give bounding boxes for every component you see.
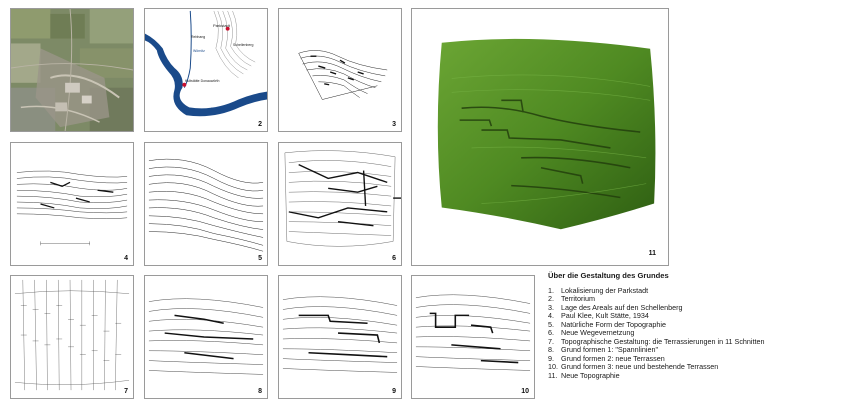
figure-number: 9 (392, 388, 396, 395)
figure-number: 3 (392, 121, 396, 128)
caption-item: 8.Grund formen 1: "Spannlinien" (548, 345, 658, 354)
kultstaette-marker (182, 82, 187, 87)
figure-1-aerial-photo (10, 8, 134, 132)
figure-3-klee-sketch: 3 (278, 8, 402, 132)
caption-item: 3.Lage des Areals auf den Schellenberg (548, 302, 683, 312)
figure-10-base-form-3: 10 (411, 275, 535, 399)
figure-number: 4 (124, 255, 128, 262)
figure-4-natural-topography: 4 (10, 142, 134, 266)
figure-number: 7 (124, 388, 128, 395)
figure-6-terracing: 6 (278, 142, 402, 266)
caption-title: Über die Gestaltung des Grundes (548, 271, 669, 280)
territory-map-drawing (145, 10, 267, 117)
map-label-rebhang: Rebhang (191, 35, 206, 39)
figure-8-base-form-1: 8 (144, 275, 268, 399)
caption-list: 1.Lokalisierung der Parkstadt 2.Territor… (548, 285, 848, 381)
figure-number: 6 (392, 255, 396, 262)
caption-item: 4.Paul Klee, Kult Stätte, 1934 (548, 311, 649, 320)
base-form-1-drawing (148, 298, 264, 375)
figure-7-base-lines: 7 (10, 275, 134, 399)
figure-9-base-form-2: 9 (278, 275, 402, 399)
danube-river (145, 33, 267, 117)
terracing-drawing (284, 150, 401, 247)
figure-5-path-network: 5 (144, 142, 268, 266)
map-label-schellenberg: Schellenberg (233, 43, 254, 47)
caption-item: 5.Natürliche Form der Topographie (548, 319, 666, 329)
map-label-woernitz: Wörnitz (193, 49, 205, 53)
parkstadt-marker (225, 26, 230, 31)
base-lines-drawing (14, 279, 130, 391)
figure-number: 10 (521, 388, 529, 395)
figure-2-territory-map: Parkstadt Rebhang Schellenberg Kultstätt… (144, 8, 268, 132)
caption-item: 7.Topographische Gestaltung: die Terrass… (548, 336, 765, 346)
map-label-donau: Donau (211, 107, 222, 111)
topography-render (437, 38, 656, 230)
base-form-3-drawing (415, 294, 531, 371)
figure-caption: Über die Gestaltung des Grundes 1.Lokali… (548, 271, 848, 381)
map-label-kultstaette: Kultstätte Donauwörth (185, 79, 220, 83)
figure-number: 11 (648, 250, 656, 257)
caption-item: 6.Neue Wegevernetzung (548, 328, 635, 337)
caption-item: 11.Neue Topographie (548, 370, 620, 380)
caption-item: 2.Territorium (548, 294, 595, 303)
klee-sketch-drawing (298, 50, 388, 100)
figure-number: 5 (258, 255, 262, 262)
caption-item: 1.Lokalisierung der Parkstadt (548, 285, 649, 295)
path-network-contours (148, 158, 264, 252)
aerial-photo-image (11, 9, 133, 131)
figure-number: 2 (258, 121, 262, 128)
base-form-2-drawing (282, 296, 398, 373)
caption-item: 9.Grund formen 2: neue Terrassen (548, 353, 665, 363)
topography-contours (16, 170, 128, 246)
figure-number: 8 (258, 388, 262, 395)
map-label-parkstadt: Parkstadt (213, 23, 230, 28)
caption-item: 10.Grund formen 3: neue und bestehende T… (548, 362, 719, 371)
figure-11-new-topography: 11 (411, 8, 669, 266)
